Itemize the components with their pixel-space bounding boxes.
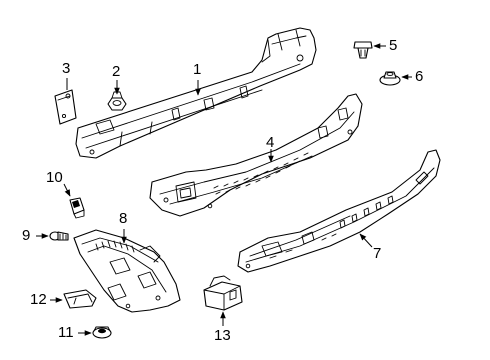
callout-7-leader — [359, 233, 373, 248]
callout-13: 13 — [214, 327, 231, 344]
part-2-nut — [107, 91, 127, 111]
callout-9: 9 — [22, 227, 31, 244]
callout-12: 12 — [30, 291, 47, 308]
part-13-mount-block — [203, 275, 243, 311]
callout-4: 4 — [266, 134, 275, 151]
callout-10-leader — [63, 183, 71, 197]
part-3-bracket — [54, 89, 77, 125]
callout-6: 6 — [415, 68, 424, 85]
part-6-nut — [379, 71, 401, 86]
part-11-nut — [92, 326, 112, 339]
part-7-absorber-foam — [237, 149, 441, 273]
part-12-small-bracket — [63, 289, 97, 309]
part-5-clip — [353, 41, 373, 59]
part-10-clip-nut — [69, 197, 85, 219]
callout-3: 3 — [62, 60, 71, 77]
part-9-bolt — [49, 231, 69, 241]
part-8-side-bracket — [73, 229, 181, 313]
callout-8: 8 — [119, 210, 128, 227]
callout-10: 10 — [46, 169, 63, 186]
callout-5: 5 — [389, 37, 398, 54]
callout-1: 1 — [193, 61, 202, 78]
part-1-reinforcement-bar — [75, 27, 317, 159]
callout-2: 2 — [112, 63, 121, 80]
callout-11: 11 — [58, 324, 74, 341]
part-4-absorber — [149, 93, 363, 217]
callout-7: 7 — [373, 245, 382, 262]
